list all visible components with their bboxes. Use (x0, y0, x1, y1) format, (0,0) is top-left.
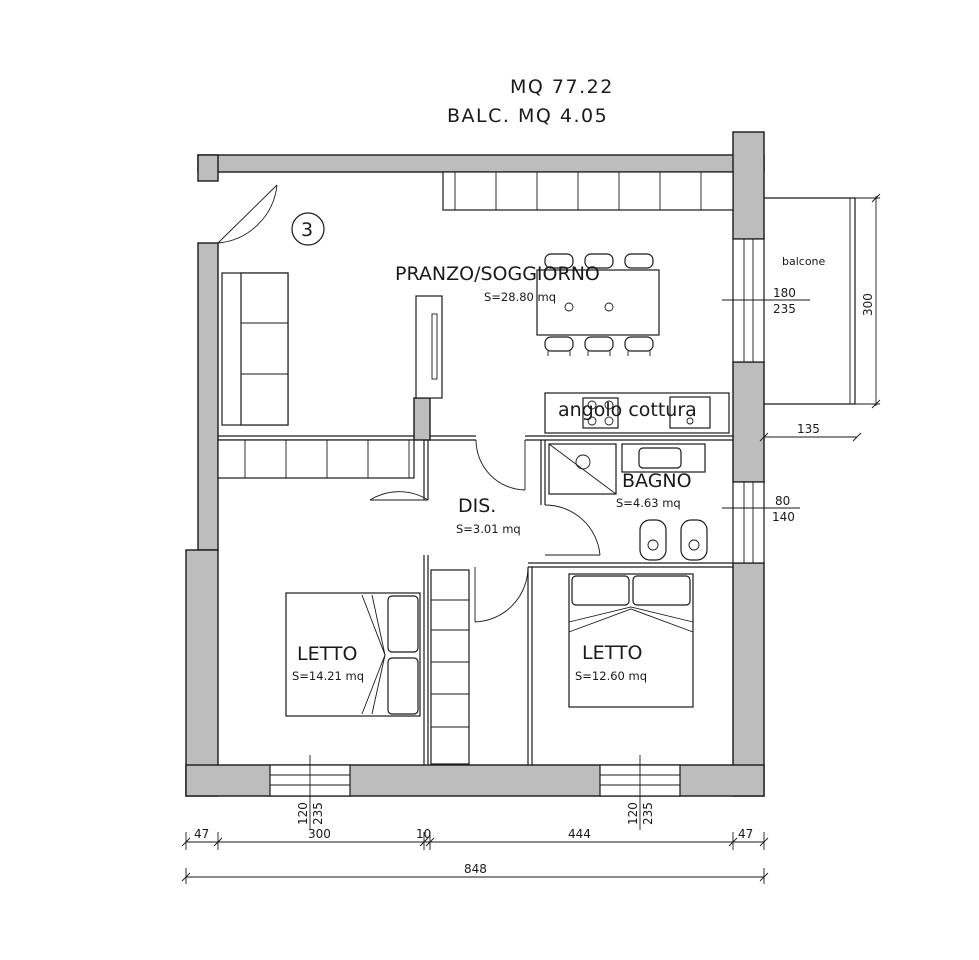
hall-cabinets (217, 439, 415, 479)
dim-right-wall: 47 (738, 827, 753, 841)
doors (217, 184, 601, 623)
bed2-window-width: 120 (626, 802, 640, 825)
bed1-window-height: 235 (311, 802, 325, 825)
hall-area: S=3.01 mq (456, 522, 521, 536)
bed-right (568, 573, 694, 708)
bed1-window-width: 120 (296, 802, 310, 825)
wall-left-lower (185, 549, 219, 797)
unit-number: 3 (301, 219, 313, 241)
kitchenette: angolo cottura (544, 392, 730, 434)
bath-area: S=4.63 mq (616, 496, 681, 510)
bedroom1-name: LETTO (297, 643, 357, 665)
total-area-label: MQ 77.22 (510, 76, 614, 98)
entrance-door-swing (217, 184, 278, 244)
kitchen-label: angolo cottura (558, 399, 697, 421)
balcony-door-width: 180 (773, 286, 796, 300)
bed2-window-height: 235 (641, 802, 655, 825)
dim-total-width: 848 (464, 862, 487, 876)
dining-chairs (544, 253, 654, 352)
balcony-dimensions: 135 300 (759, 193, 881, 442)
bath-door-swing (544, 504, 601, 556)
unit-number-marker (291, 212, 325, 246)
living-furniture (221, 171, 734, 426)
balcony-area-label: BALC. MQ 4.05 (447, 105, 608, 127)
dim-left-wall: 47 (194, 827, 209, 841)
bedroom2-area: S=12.60 mq (575, 669, 647, 683)
balcony-door-height: 235 (773, 302, 796, 316)
bed2-door-swing (474, 566, 529, 623)
balcony-door (732, 238, 765, 363)
wardrobe (430, 569, 470, 765)
dim-bedroom2: 444 (568, 827, 591, 841)
balcony-width-dim: 300 (861, 293, 875, 316)
window-bath (732, 481, 765, 564)
bath-name: BAGNO (622, 470, 692, 492)
bedroom2-name: LETTO (582, 642, 642, 664)
living-room-area: S=28.80 mq (484, 290, 556, 304)
dim-bedroom1: 300 (308, 827, 331, 841)
bed1-door-swing (369, 491, 429, 501)
wall-right-lower (732, 562, 765, 797)
balcony: balcone (764, 197, 856, 405)
partition-pillar (413, 397, 431, 441)
chair-legs (547, 351, 651, 356)
wall-left-upper (197, 242, 219, 551)
living-door-swing (475, 439, 526, 491)
kitchen-sink (669, 396, 711, 429)
hall-name: DIS. (458, 495, 496, 517)
living-room-name: PRANZO/SOGGIORNO (395, 263, 600, 285)
bath-window-width: 80 (775, 494, 790, 508)
wall-cabinets (442, 171, 734, 211)
bed-left (285, 592, 421, 717)
balcony-depth-dim: 135 (797, 422, 820, 436)
wall-right-upper (732, 131, 765, 240)
dim-partition: 10 (416, 827, 431, 841)
tv-unit (415, 295, 443, 399)
wall-top (197, 154, 765, 173)
dimension-chain: 47 300 10 444 47 848 (181, 827, 769, 884)
bath-fixtures (548, 443, 708, 561)
balcony-label: balcone (782, 255, 826, 268)
wall-top-left-stub (197, 154, 219, 182)
opening-annotations: 180 235 80 140 120 235 120 235 (296, 286, 810, 830)
bedroom1-area: S=14.21 mq (292, 669, 364, 683)
dining-table (536, 269, 660, 336)
interior-walls (218, 397, 733, 765)
bath-window-height: 140 (772, 510, 795, 524)
wall-right-middle (732, 361, 765, 483)
